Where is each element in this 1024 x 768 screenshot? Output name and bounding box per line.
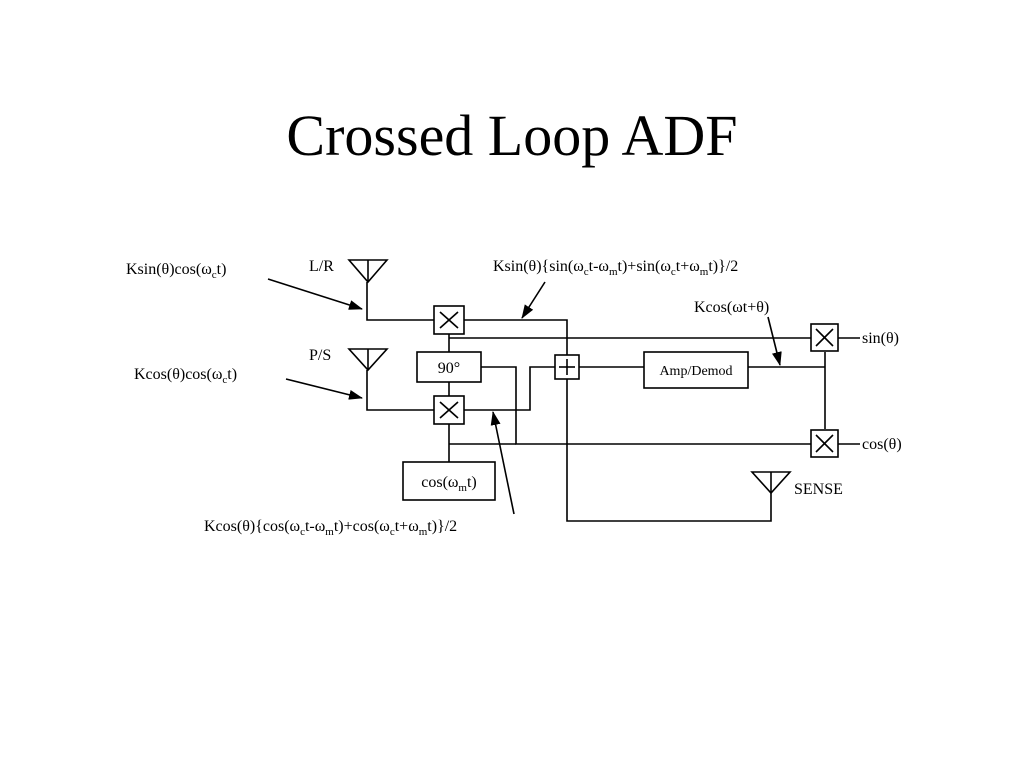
mixer-sin-output (810, 323, 839, 352)
upper-product-label: Ksin(θ){sin(ωct-ωmt)+sin(ωct+ωmt)}/2 (493, 258, 738, 278)
ps-input-arrow (285, 378, 363, 400)
phase-shift-block (416, 351, 482, 383)
wire-mixer-top-to-sum (464, 319, 568, 355)
antenna-lr-label: L/R (309, 258, 334, 275)
wire-sense-to-sum (566, 379, 772, 522)
oscillator-block (402, 461, 496, 501)
upper-product-arrow (521, 281, 546, 319)
oscillator-label: cos(ωmt) (421, 474, 477, 494)
amp-demod-label: Amp/Demod (659, 364, 732, 379)
wires (366, 282, 860, 522)
lr-input-arrow (267, 278, 363, 310)
wire-mixer-bot-to-sum (464, 366, 555, 411)
lr-input-label: Ksin(θ)cos(ωct) (126, 261, 226, 281)
antenna-sense-label: SENSE (794, 481, 843, 498)
slide-title: Crossed Loop ADF (286, 103, 738, 168)
cos-output-label: cos(θ) (862, 436, 902, 453)
demod-output-arrow (767, 316, 782, 366)
antenna-ps-icon (347, 348, 389, 372)
wire-lr-to-mixer (366, 282, 434, 321)
wire-phase-to-cos-mixer (481, 366, 812, 445)
wire-ps-to-mixer (366, 370, 434, 411)
phase-shift-label: 90° (438, 360, 460, 377)
lower-product-arrow (490, 411, 515, 515)
mixer-top (433, 305, 465, 335)
antenna-ps-label: P/S (309, 347, 331, 364)
antenna-sense-icon (750, 471, 792, 495)
amp-demod-block (643, 351, 749, 389)
lower-product-label: Kcos(θ){cos(ωct-ωmt)+cos(ωct+ωmt)}/2 (204, 518, 457, 538)
sin-output-label: sin(θ) (862, 330, 899, 347)
demod-output-label: Kcos(ωt+θ) (694, 299, 769, 316)
ps-input-label: Kcos(θ)cos(ωct) (134, 366, 237, 386)
mixer-cos-output (810, 429, 839, 458)
mixer-bottom (433, 395, 465, 425)
antenna-lr-icon (347, 259, 389, 284)
summing-junction (554, 354, 580, 380)
